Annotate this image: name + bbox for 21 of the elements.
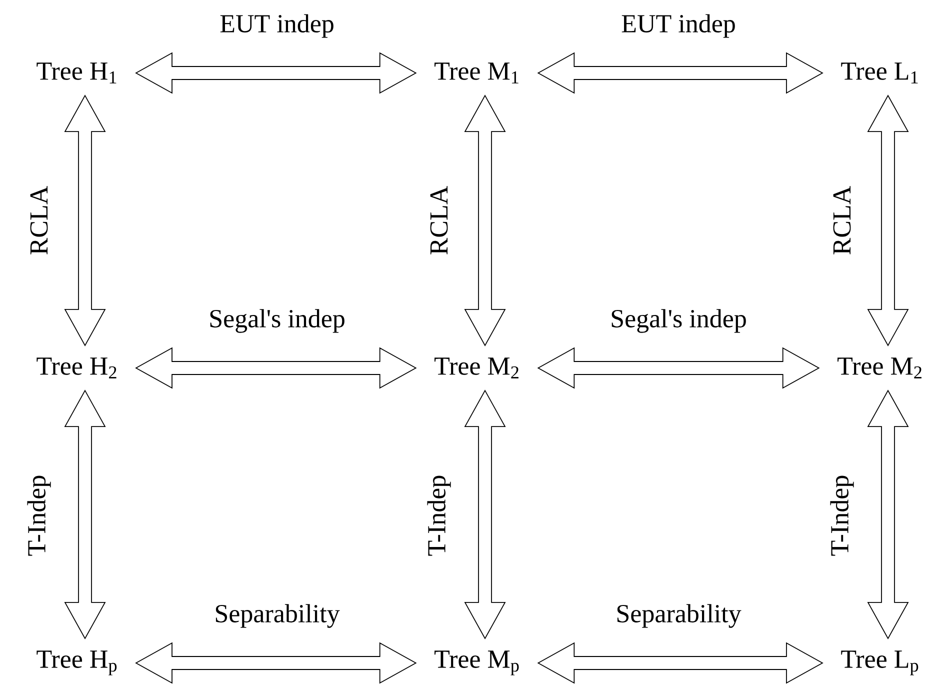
edge-label: RCLA (430, 186, 448, 254)
tree-label: Tree M$_{2}$ (838, 358, 922, 378)
edge-label: T-Indep (27, 476, 51, 556)
edge-label: Segal's indep (612, 309, 746, 333)
tree-label: Tree H$_{p}$ (36, 650, 117, 676)
tree-label: Tree L$_{1}$ (841, 62, 918, 84)
edge-label: RCLA (30, 186, 48, 254)
edge-label: EUT indep (220, 14, 334, 38)
edge-label: RCLA (833, 186, 851, 254)
edge-label: T-Indep (830, 476, 854, 556)
edge-label: EUT indep (622, 14, 735, 38)
edge-label: T-Indep (427, 476, 451, 556)
edge-label: Separability (216, 604, 340, 628)
tree-label: Tree H$_{1}$ (36, 62, 116, 84)
tree-label: Tree M$_{2}$ (434, 358, 518, 378)
tree-label: Tree L$_{p}$ (841, 650, 918, 676)
edge-label: Segal's indep (210, 309, 344, 333)
tree-label: Tree H$_{2}$ (36, 358, 116, 378)
tree-label: Tree M$_{p}$ (434, 650, 519, 676)
edge-label: Separability (617, 604, 742, 628)
tree-label: Tree M$_{1}$ (434, 62, 518, 84)
